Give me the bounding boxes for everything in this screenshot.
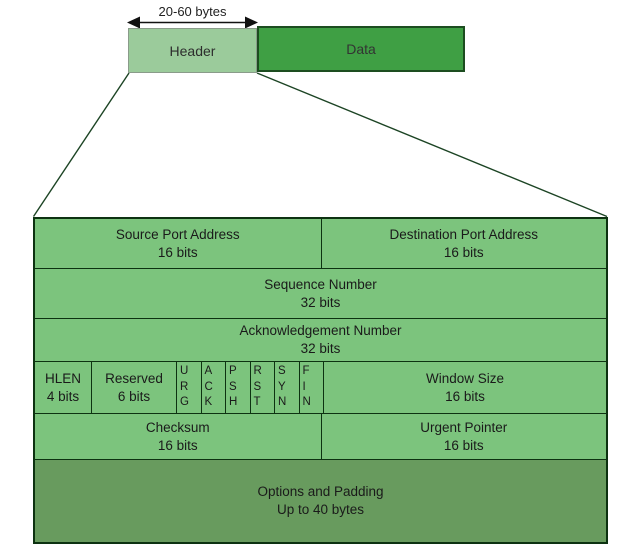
field-source-port-size: 16 bits: [157, 244, 198, 260]
expansion-line-right: [256, 72, 608, 218]
field-hlen-name: HLEN: [44, 370, 81, 386]
field-options-padding-name: Options and Padding: [257, 484, 384, 500]
tcp-segment-data-box: Data: [257, 26, 465, 72]
flag-ack: A C K: [200, 362, 226, 413]
flag-rst: R S T: [249, 362, 275, 413]
tcp-segment-data-label: Data: [346, 41, 376, 57]
table-row-acknowledgement: Acknowledgement Number 32 bits: [35, 318, 606, 361]
field-urgent-pointer-name: Urgent Pointer: [420, 419, 508, 435]
field-urgent-pointer: Urgent Pointer 16 bits: [320, 414, 607, 459]
field-reserved-size: 6 bits: [117, 388, 151, 404]
field-source-port-name: Source Port Address: [115, 226, 240, 242]
table-row-checksum: Checksum 16 bits Urgent Pointer 16 bits: [35, 413, 606, 459]
field-reserved-name: Reserved: [105, 370, 163, 386]
flag-urg: U R G: [176, 362, 201, 413]
field-reserved: Reserved 6 bits: [91, 362, 176, 413]
tcp-segment-header-box: Header: [128, 28, 257, 73]
field-hlen-size: 4 bits: [46, 388, 80, 404]
field-sequence-number-name: Sequence Number: [264, 276, 377, 292]
flag-fin: F I N: [298, 362, 324, 413]
field-window-size-size: 16 bits: [445, 388, 485, 404]
field-acknowledgement-number-size: 32 bits: [300, 341, 341, 356]
tcp-header-table: Source Port Address 16 bits Destination …: [33, 217, 608, 544]
field-checksum-name: Checksum: [145, 419, 210, 435]
field-options-padding-size: Up to 40 bytes: [276, 502, 365, 517]
size-arrow-label: 20-60 bytes: [158, 4, 227, 19]
table-row-flags: HLEN 4 bits Reserved 6 bits U R G A C K …: [35, 361, 606, 413]
flag-syn: S Y N: [274, 362, 299, 413]
field-sequence-number-size: 32 bits: [300, 294, 341, 310]
flag-psh: P S H: [225, 362, 250, 413]
field-destination-port-size: 16 bits: [443, 244, 484, 260]
field-window-size: Window Size 16 bits: [323, 362, 606, 413]
field-hlen: HLEN 4 bits: [35, 362, 91, 413]
table-row-options: Options and Padding Up to 40 bytes: [35, 459, 606, 542]
field-checksum-size: 16 bits: [157, 437, 198, 453]
table-row-sequence: Sequence Number 32 bits: [35, 268, 606, 318]
field-destination-port: Destination Port Address 16 bits: [320, 219, 607, 268]
field-urgent-pointer-size: 16 bits: [443, 437, 484, 453]
field-acknowledgement-number-name: Acknowledgement Number: [239, 323, 402, 339]
field-destination-port-name: Destination Port Address: [389, 226, 539, 242]
table-row-ports: Source Port Address 16 bits Destination …: [35, 219, 606, 268]
field-acknowledgement-number: Acknowledgement Number 32 bits: [35, 319, 606, 361]
tcp-segment-header-label: Header: [169, 42, 216, 59]
field-window-size-name: Window Size: [425, 370, 505, 386]
field-checksum: Checksum 16 bits: [35, 414, 321, 459]
field-options-padding: Options and Padding Up to 40 bytes: [35, 460, 606, 542]
expansion-line-left: [32, 72, 130, 217]
field-source-port: Source Port Address 16 bits: [35, 219, 321, 268]
field-sequence-number: Sequence Number 32 bits: [35, 269, 606, 318]
